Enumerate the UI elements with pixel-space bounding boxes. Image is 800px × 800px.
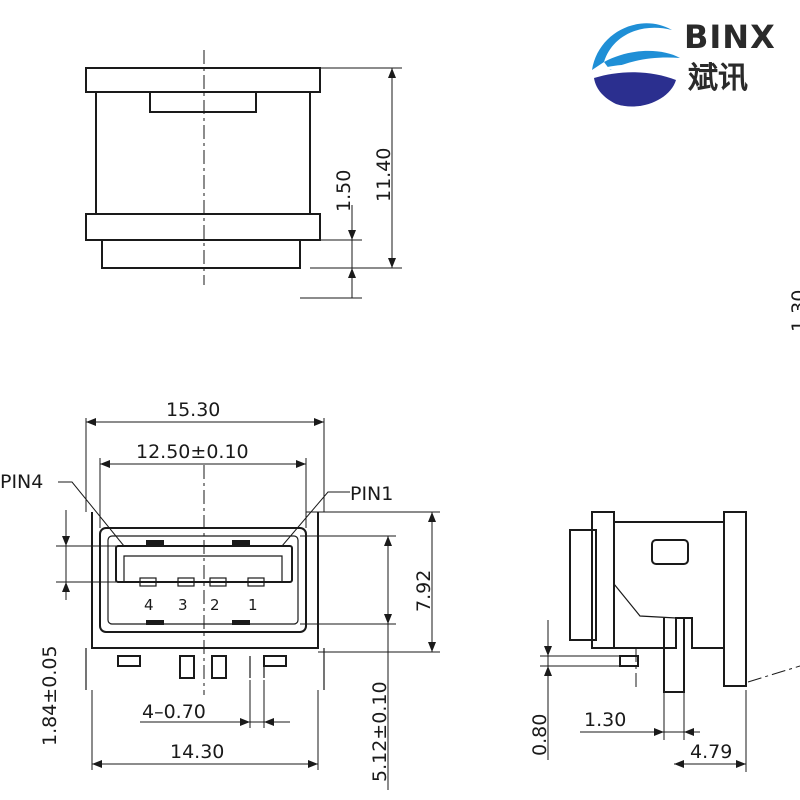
arrows-5.12	[384, 536, 392, 624]
front-view-pin-3	[179, 655, 195, 679]
arrows-1.30	[654, 728, 694, 736]
dim-7.92: 7.92	[413, 570, 435, 612]
binx-logo-mark-icon	[592, 23, 681, 107]
front-view-latch-right-top	[232, 540, 250, 545]
front-view-latch-right-bottom	[232, 620, 250, 625]
top-view-dim-lines	[351, 68, 393, 298]
dim-11.40: 11.40	[373, 148, 395, 202]
edge-dim-partial: 1.30	[788, 290, 800, 332]
top-view-extension-lines	[300, 67, 402, 299]
front-view-shell-inner	[107, 535, 299, 625]
front-view-pin-1	[263, 655, 287, 667]
ext-15.30	[85, 418, 325, 512]
side-view: 0.80 1.30 4.79	[529, 511, 800, 772]
front-view-latch-left-top	[146, 540, 164, 545]
pin-number-2: 2	[210, 596, 220, 614]
side-view-window	[651, 539, 689, 565]
dim-1.50: 1.50	[333, 170, 355, 212]
front-view-pin-4	[117, 655, 141, 667]
front-view-pin-1-leg	[249, 656, 265, 678]
side-view-inner-line	[613, 583, 677, 619]
dim-5.12: 5.12±0.10	[369, 681, 391, 782]
top-view: 1.50 11.40	[85, 50, 402, 299]
top-view-body-sides	[95, 92, 311, 214]
top-view-notch	[149, 92, 257, 113]
front-view-tongue-inner	[123, 555, 283, 582]
ext-7.92	[306, 511, 440, 653]
top-view-top-flange	[85, 67, 321, 93]
ext-1.30	[663, 692, 685, 740]
contact-3	[177, 577, 195, 587]
top-view-base	[101, 239, 301, 269]
logo: BINX 斌讯	[592, 18, 776, 107]
ext-12.50	[99, 458, 307, 528]
ext-1.84	[56, 545, 116, 583]
dim-15.30: 15.30	[166, 399, 220, 421]
leader-pin1	[281, 491, 350, 547]
side-view-right-extension	[747, 665, 800, 683]
contact-4	[139, 577, 157, 587]
dim-4-0.70: 4–0.70	[142, 701, 206, 723]
front-view-side-legs	[85, 648, 325, 690]
ext-0.70	[249, 680, 265, 728]
pin-number-3: 3	[178, 596, 188, 614]
contact-1	[247, 577, 265, 587]
label-pin1: PIN1	[350, 483, 393, 505]
arrows-0.70	[240, 718, 274, 726]
dim-14.30: 14.30	[170, 741, 224, 763]
side-view-pin	[663, 618, 685, 693]
side-view-rear-flange	[723, 511, 747, 687]
label-pin4: PIN4	[0, 471, 43, 493]
ext-5.12	[300, 535, 396, 625]
front-view-housing-outer	[91, 512, 319, 649]
front-view-latch-left-bottom	[146, 620, 164, 625]
dim-1.84: 1.84±0.05	[39, 645, 61, 746]
front-view-pin-2	[211, 655, 227, 679]
arrows-0.80	[544, 646, 552, 676]
dim-0.80: 0.80	[529, 714, 551, 756]
front-view-shell	[99, 527, 307, 633]
dim-12.50: 12.50±0.10	[136, 441, 249, 463]
leader-pin4	[58, 481, 125, 547]
logo-brand-name: BINX	[684, 18, 776, 56]
ext-0.80	[540, 655, 620, 667]
side-view-front-tab	[569, 529, 597, 641]
dim-4.79: 4.79	[690, 741, 732, 763]
top-view-arrow-1.50	[348, 230, 356, 278]
top-view-bottom-flange	[85, 213, 321, 241]
pin-number-1: 1	[248, 596, 258, 614]
logo-chinese-name: 斌讯	[688, 61, 748, 96]
contact-2	[209, 577, 227, 587]
dim-1.30: 1.30	[584, 709, 626, 731]
side-view-foot	[619, 655, 639, 667]
front-view: 15.30 12.50±0.10 PIN4 PIN1 4 3 2 1 7.92 …	[0, 399, 440, 790]
pin-number-4: 4	[144, 596, 154, 614]
ext-14.30	[91, 690, 319, 770]
